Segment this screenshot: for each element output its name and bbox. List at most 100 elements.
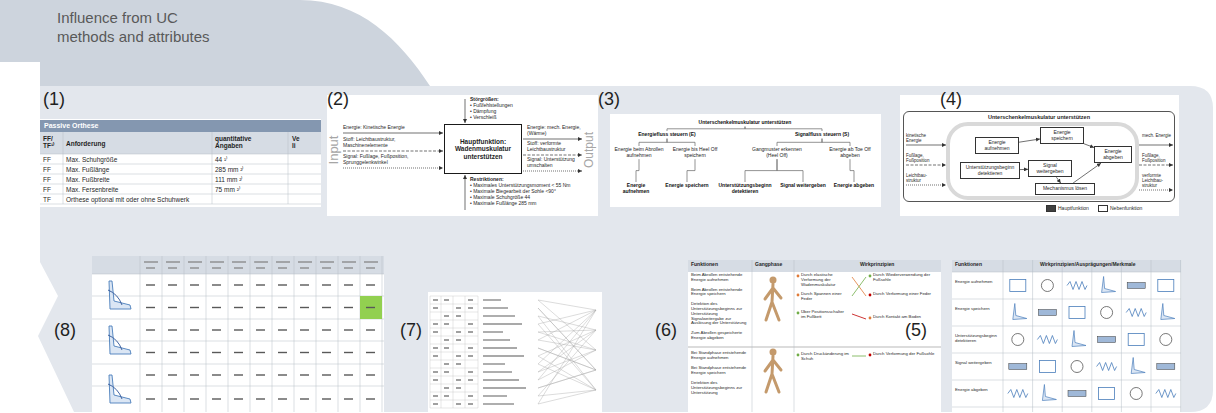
header-mark [298,261,312,262]
value-mark [456,339,461,340]
text-mark [483,379,519,380]
table-rule [162,256,163,412]
node-text: Hauptfunktion: Wadenmuskulatur unterstüt… [448,138,518,160]
table-rule [40,164,321,165]
value-mark [234,284,243,285]
tree-connector [745,127,822,131]
label-text: Durch Spannen einer Feder [801,292,849,302]
tree-node: Energiefluss steuern (E) [618,131,716,139]
thumbnail-panel [92,256,384,412]
tree-node: Energie speichern [663,182,711,190]
table-rule [92,296,384,297]
orthosis-sketch [109,281,131,309]
header-mark [212,267,221,268]
table-rule [478,296,479,408]
label-text: Max. Fersenbreite [66,186,118,193]
label-text: Fußlage, Fußposition [906,153,938,163]
step-number: (2) [327,89,349,109]
label-text: Unterstützungsbeginn detektieren [955,334,1002,344]
value-mark [344,398,353,399]
walking-figure [765,284,781,320]
value-mark [433,307,438,308]
value-mark [444,339,449,340]
spring-icon [1097,363,1117,371]
flow-arrow [343,151,443,152]
value-mark [433,323,438,324]
weighting-link [538,308,596,370]
value-mark [322,329,331,330]
table-rule [430,352,478,353]
rating-dot [869,354,872,357]
orthosis-sketch [109,375,131,403]
label-text: Anforderung [66,140,105,147]
combination-line [852,356,866,357]
tree-connector [687,159,695,182]
table-rule [212,132,213,204]
label-text: Bei Standphase entstehende Energie aufne… [691,351,751,361]
weighting-link [538,332,596,350]
value-mark [433,379,438,380]
label-text: Durch Verformung der Fußsohle [873,352,935,357]
value-mark [444,371,449,372]
tree-connector [667,127,745,131]
value-mark [234,329,243,330]
weighting-link [538,390,596,404]
value-mark [322,307,331,308]
value-mark [300,284,309,285]
rating-dot [869,294,872,297]
foot-icon [1161,304,1175,320]
node-text: Signalfluss steuern (S) [773,132,871,138]
label-text: Stoff: verformte Leichtbaustruktur [527,141,583,152]
value-mark [168,307,177,308]
value-mark [456,307,461,308]
legend-entry: Nebenfunktion [1098,205,1142,212]
value-mark [146,398,155,399]
table-rule [92,341,384,342]
tree-node: Unterschenkelmuskulatur unterstützen [688,119,802,127]
label-text: • Dämpfung [470,109,496,115]
tree-connector [636,159,639,182]
thumbnail-panel [688,260,941,412]
table-rule [338,256,339,412]
text-mark [483,387,526,388]
node-text: Energie speichern [664,183,710,189]
principle-icon [1038,310,1056,316]
orthosis-sketch [109,326,131,354]
value-mark [278,352,287,353]
table-rule [794,260,795,412]
node-text: Signal weitergeben [780,183,826,189]
label-text: 285 mm ²⁾ [215,166,243,173]
value-mark [146,284,155,285]
spring-icon [1037,336,1057,344]
principle-icon [1068,391,1086,397]
label-text: Über Positionsschalter im Fußbett [801,310,849,320]
value-mark [433,355,438,356]
value-mark [344,307,353,308]
value-mark [456,387,461,388]
process-arrow-band [38,86,1213,412]
node-text: Energie bis Heel Off speichern [669,147,721,158]
flow-arrow [523,171,582,172]
label-text: Energie abgeben [955,388,1002,393]
weighting-link [538,330,596,396]
flow-arrow [906,145,946,146]
node-text: Gangmuster erkennen (Heel Off) [751,147,803,158]
value-mark [300,352,309,353]
value-mark [468,331,473,332]
label-text: quantitative Angaben [215,135,275,150]
table-rule [92,386,384,387]
foot-icon [1131,358,1145,374]
label-text: Signal weitergeben [955,361,1002,366]
text-mark [483,395,507,396]
table-rule [430,296,478,297]
function-box: Mechanismus lösen [1035,183,1095,195]
label-text: Fußlage, Fußposition [1142,153,1172,163]
node-text: Mechanismus lösen [1038,186,1092,192]
text-mark [483,299,501,300]
node-text: Energie ab Toe Off abgeben [823,147,877,158]
label-text: Orthese optional mit oder ohne Schuhwerk [66,196,189,203]
text-mark [483,403,514,404]
value-mark [444,395,449,396]
label-text: Max. Schuhgröße [66,156,117,163]
